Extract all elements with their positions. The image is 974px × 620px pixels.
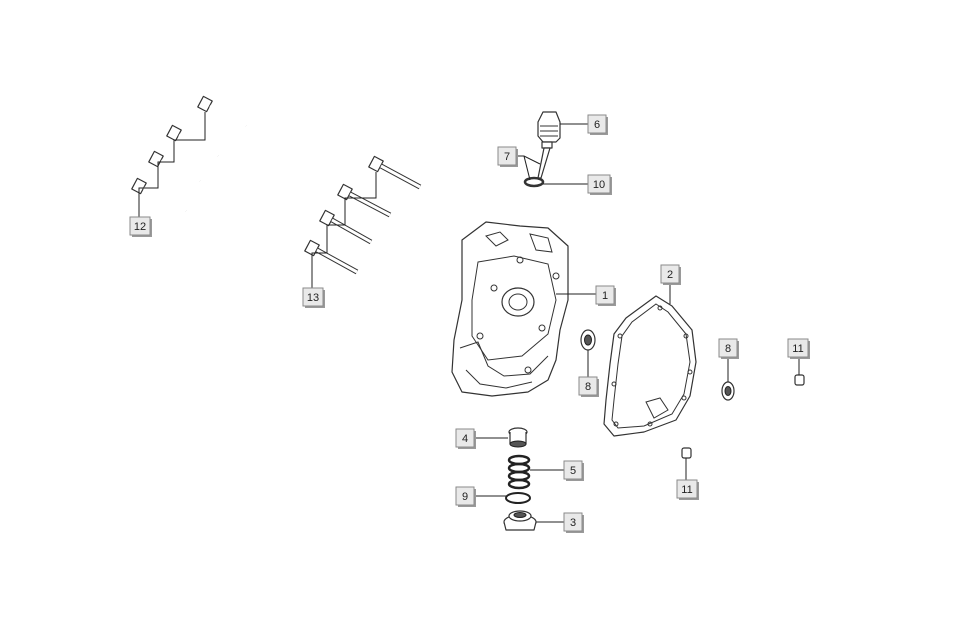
gasket-2 xyxy=(603,295,697,437)
bolt xyxy=(304,239,359,275)
bolt xyxy=(368,155,422,190)
callout-label: 6 xyxy=(594,119,600,131)
callout-label: 12 xyxy=(134,221,146,233)
bolt xyxy=(148,150,201,183)
bolt-group-12 xyxy=(131,95,247,217)
callout-6: 6 xyxy=(587,114,608,135)
callout-9: 9 xyxy=(455,486,476,507)
washer-8 xyxy=(721,381,735,401)
callout-11: 11 xyxy=(676,479,699,500)
callout-13: 13 xyxy=(302,287,325,308)
callout-12: 12 xyxy=(129,216,152,237)
callout-5: 5 xyxy=(563,460,584,481)
callout-label: 8 xyxy=(725,343,731,355)
bolt-group-13 xyxy=(304,155,422,288)
o-ring-9 xyxy=(505,492,531,504)
callout-11: 11 xyxy=(787,338,810,359)
callout-8: 8 xyxy=(578,376,599,397)
callout-label: 1 xyxy=(602,290,608,302)
bolt xyxy=(337,183,392,218)
callout-4: 4 xyxy=(455,428,476,449)
callout-7: 7 xyxy=(497,146,518,167)
callout-label: 13 xyxy=(307,292,319,304)
callout-8: 8 xyxy=(718,338,739,359)
callout-label: 9 xyxy=(462,491,468,503)
callout-label: 11 xyxy=(792,343,803,355)
callout-label: 4 xyxy=(462,433,468,445)
cap-4 xyxy=(508,427,528,448)
dowel-pin-11 xyxy=(794,374,805,386)
callout-label: 3 xyxy=(570,517,576,529)
bolt xyxy=(131,177,187,213)
o-ring-10 xyxy=(523,176,545,188)
callout-3: 3 xyxy=(563,512,584,533)
drain-plug-3 xyxy=(503,510,537,531)
dowel-pin-11 xyxy=(681,447,692,459)
spring-5 xyxy=(507,454,531,490)
callout-label: 2 xyxy=(667,269,673,281)
oil-seal-8 xyxy=(580,329,596,351)
callout-label: 8 xyxy=(585,381,591,393)
crankcase-cover-1 xyxy=(451,221,569,397)
callout-2: 2 xyxy=(660,264,681,285)
callout-10: 10 xyxy=(587,174,612,195)
callout-label: 11 xyxy=(681,484,692,496)
callout-label: 10 xyxy=(593,179,605,191)
bolt xyxy=(197,95,247,128)
callout-label: 5 xyxy=(570,465,576,477)
dipstick-6 xyxy=(537,111,561,179)
bolt xyxy=(166,124,219,158)
bolt xyxy=(319,209,373,245)
callout-1: 1 xyxy=(595,285,616,306)
callout-label: 7 xyxy=(504,151,510,163)
